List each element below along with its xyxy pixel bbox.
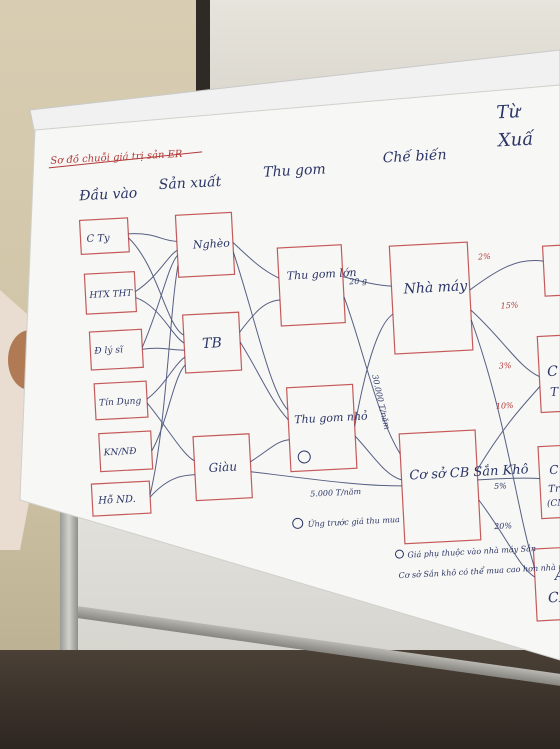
input-boxes [78, 217, 154, 517]
edge-label-9: 20% [493, 521, 513, 531]
note-1: Ứng trước giá thu mua [308, 515, 401, 529]
producer-poor: Nghèo [192, 237, 231, 252]
edge-label-4: 2% [477, 252, 492, 262]
right-text-c2: C [549, 463, 559, 477]
input-dai-ly: Đ lý sĩ [93, 344, 124, 357]
right-text-cn: CN [548, 589, 560, 606]
input-kn: KN/NĐ [103, 447, 138, 459]
right-partial-boxes [532, 243, 560, 622]
processor-dried: Cơ sở CB Sắn Khô [409, 461, 529, 483]
edge-label-2: 30.000 T/năm [370, 374, 391, 431]
corner-text-2: Xuấ [495, 128, 535, 151]
note-3: Cơ sở Sắn khô có thể mua cao hơn nhà máy [398, 562, 560, 580]
edge-label-3: 5.000 T/năm [310, 487, 362, 499]
processor-boxes [388, 241, 482, 545]
right-text-trq: Trq [548, 483, 560, 495]
processor-factory: Nhà máy [402, 278, 468, 297]
column-header-processing: Chế biến [382, 146, 447, 166]
collector-large: Thu gom lớn [286, 266, 356, 283]
collector-small: Thu gom nhỏ [294, 410, 368, 427]
edge-label-8: 5% [494, 481, 508, 491]
input-htx: HTX THT [88, 289, 133, 301]
flow-arrows [128, 233, 544, 578]
producer-average: TB [202, 335, 222, 352]
producer-rich: Giàu [208, 459, 237, 474]
column-header-inputs: Đầu vào [78, 184, 138, 204]
right-text-t: T [550, 385, 560, 399]
sheet-title: Sơ đồ chuỗi giá trị sản ER [50, 149, 183, 167]
right-text-cm: (CM) [547, 497, 560, 509]
input-tin-dung: Tín Dụng [99, 395, 142, 408]
column-header-production: Sản xuất [158, 173, 222, 193]
corner-text-1: Từ [496, 101, 523, 123]
column-header-collection: Thu gom [263, 161, 326, 180]
right-text-a: A [552, 567, 560, 584]
input-cty: C Ty [86, 233, 110, 245]
edge-label-7: 10% [496, 401, 515, 411]
edge-label-5: 15% [500, 301, 519, 311]
right-text-c: C [547, 364, 559, 381]
input-ho-nd: Hỗ ND. [97, 494, 136, 507]
producer-boxes [174, 211, 253, 502]
edge-label-1: 20 g [348, 276, 367, 286]
edge-label-6: 3% [499, 361, 513, 371]
